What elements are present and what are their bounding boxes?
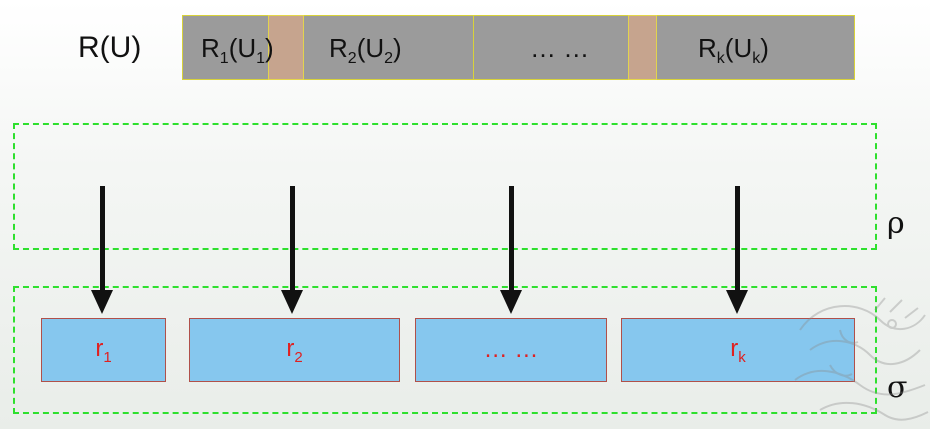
- overlap-region-1: [268, 15, 304, 80]
- result-box-r2: r2: [189, 318, 400, 382]
- segment-r1: R1(U1): [201, 33, 274, 67]
- overlap-region-2: [628, 15, 657, 80]
- arrow-down-icon: [281, 290, 303, 314]
- segment-ellipsis: … …: [530, 33, 590, 63]
- result-box-r1: r1: [41, 318, 166, 382]
- projection-group-box: [13, 123, 877, 250]
- arrow-3-shaft: [509, 186, 514, 292]
- result-box-ellipsis: … …: [415, 318, 607, 382]
- arrow-1-shaft: [100, 186, 105, 292]
- result-label: r2: [286, 334, 303, 366]
- arrow-4-shaft: [735, 186, 740, 292]
- selection-group-box: [13, 286, 877, 414]
- result-label: … …: [483, 336, 539, 363]
- rho-symbol: ρ: [887, 206, 905, 241]
- sigma-symbol: σ: [887, 370, 908, 405]
- result-box-rk: rk: [621, 318, 855, 382]
- arrow-down-icon: [500, 290, 522, 314]
- segment-divider: [473, 15, 474, 80]
- arrow-down-icon: [726, 290, 748, 314]
- segment-r2: R2(U2): [329, 33, 402, 67]
- arrow-2-shaft: [290, 186, 295, 292]
- result-label: r1: [95, 334, 112, 366]
- dragon-watermark-icon: [794, 297, 929, 421]
- result-label: rk: [730, 334, 746, 366]
- segment-rk: Rk(Uk): [698, 33, 769, 67]
- arrow-down-icon: [91, 290, 113, 314]
- relation-label: R(U): [78, 31, 142, 64]
